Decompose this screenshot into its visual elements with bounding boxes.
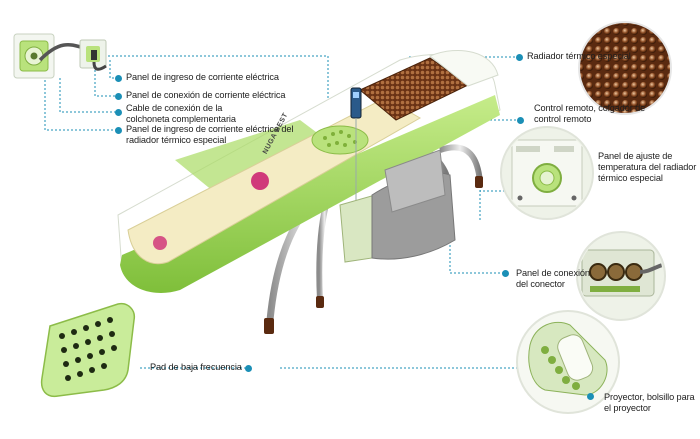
label-radiator-inlet: Panel de ingreso de corriente eléctrica … <box>126 124 294 145</box>
radiator-stones-icon <box>578 21 672 115</box>
dot-power-inlet <box>115 75 122 82</box>
dot-connector-panel <box>502 270 509 277</box>
low-frequency-pad-icon <box>40 302 136 398</box>
dot-mat-cable <box>115 109 122 116</box>
dot-power-connection <box>115 93 122 100</box>
label-connector-panel: Panel de conexión del conector <box>516 268 590 289</box>
label-power-connection: Panel de conexión de corriente eléctrica <box>126 90 286 100</box>
wall-socket-icon <box>13 33 55 79</box>
label-temperature-panel: Panel de ajuste de temperatura del radia… <box>598 151 697 183</box>
label-low-frequency-pad: Pad de baja frecuencia <box>150 362 242 372</box>
label-mat-cable: Cable de conexión de la colchoneta compl… <box>126 103 236 124</box>
plug-icon <box>79 39 107 71</box>
temperature-panel-icon <box>500 126 594 220</box>
label-power-inlet: Panel de ingreso de corriente eléctrica <box>126 72 279 82</box>
dot-projector <box>587 393 594 400</box>
label-projector: Proyector, bolsillo para el proyector <box>604 392 695 413</box>
dot-radiator <box>516 54 523 61</box>
connector-panel-icon <box>576 231 666 321</box>
label-remote: Control remoto, colgador de control remo… <box>534 103 646 124</box>
massage-bed-icon <box>117 49 501 334</box>
dot-low-frequency-pad <box>245 365 252 372</box>
dot-radiator-inlet <box>115 127 122 134</box>
projector-icon <box>516 310 620 414</box>
dot-remote <box>517 117 524 124</box>
label-radiator: Radiador térmico especial <box>527 51 631 61</box>
